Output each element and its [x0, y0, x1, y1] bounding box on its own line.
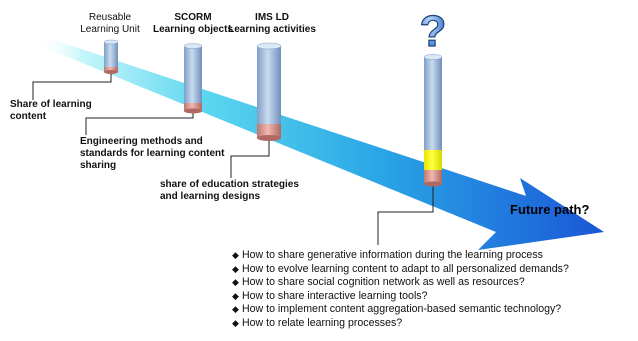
- stage-1-title: Reusable: [88, 12, 132, 23]
- question-text: How to implement content aggregation-bas…: [242, 303, 562, 316]
- future-path-label: Future path?: [510, 202, 590, 217]
- question-text: How to share social cognition network as…: [242, 276, 525, 289]
- question-mark-icon: ?: [420, 7, 447, 56]
- timeline-arrow: [36, 34, 604, 250]
- diamond-bullet-icon: ◆: [232, 290, 239, 301]
- connector-lines: [32, 73, 434, 245]
- stage-3-subtitle: Learning activities: [228, 24, 316, 35]
- question-text: How to relate learning processes?: [242, 316, 403, 329]
- diamond-bullet-icon: ◆: [232, 304, 239, 315]
- cylinder-future: [423, 54, 443, 187]
- stage-2-title: SCORM: [174, 12, 212, 23]
- list-item: ◆How to relate learning processes?: [232, 317, 569, 331]
- diamond-bullet-icon: ◆: [232, 263, 239, 274]
- stage-1-description: Share of learning content: [10, 99, 92, 122]
- diamond-bullet-icon: ◆: [232, 250, 239, 260]
- question-text: How to share interactive learning tools?: [242, 289, 428, 302]
- question-list: ◆How to share generative information dur…: [232, 249, 569, 331]
- stage-3-header: IMS LD Learning activities: [224, 12, 320, 36]
- diamond-bullet-icon: ◆: [232, 317, 239, 328]
- stage-3-description: share of education strategies and learni…: [160, 179, 299, 202]
- question-text: How to share generative information duri…: [242, 249, 543, 261]
- stage-1-subtitle: Learning Unit: [80, 24, 140, 35]
- stage-3-title: IMS LD: [255, 12, 289, 23]
- list-item: ◆How to implement content aggregation-ba…: [232, 303, 569, 317]
- list-item: ◆How to share interactive learning tools…: [232, 290, 569, 304]
- cylinder-reusable-learning-unit: [103, 39, 119, 74]
- question-text: How to evolve learning content to adapt …: [242, 262, 569, 275]
- list-item: ◆How to share generative information dur…: [232, 249, 569, 263]
- stage-2-subtitle: Learning objects: [152, 24, 233, 35]
- diamond-bullet-icon: ◆: [232, 277, 239, 288]
- stage-2-description: Engineering methods and standards for le…: [80, 136, 225, 171]
- list-item: ◆How to evolve learning content to adapt…: [232, 263, 569, 277]
- stage-1-header: Reusable Learning Unit: [70, 12, 150, 36]
- cylinder-scorm: [183, 43, 203, 114]
- stage-2-header: SCORM Learning objects: [148, 12, 238, 36]
- list-item: ◆How to share social cognition network a…: [232, 276, 569, 290]
- cylinder-ims-ld: [256, 42, 282, 141]
